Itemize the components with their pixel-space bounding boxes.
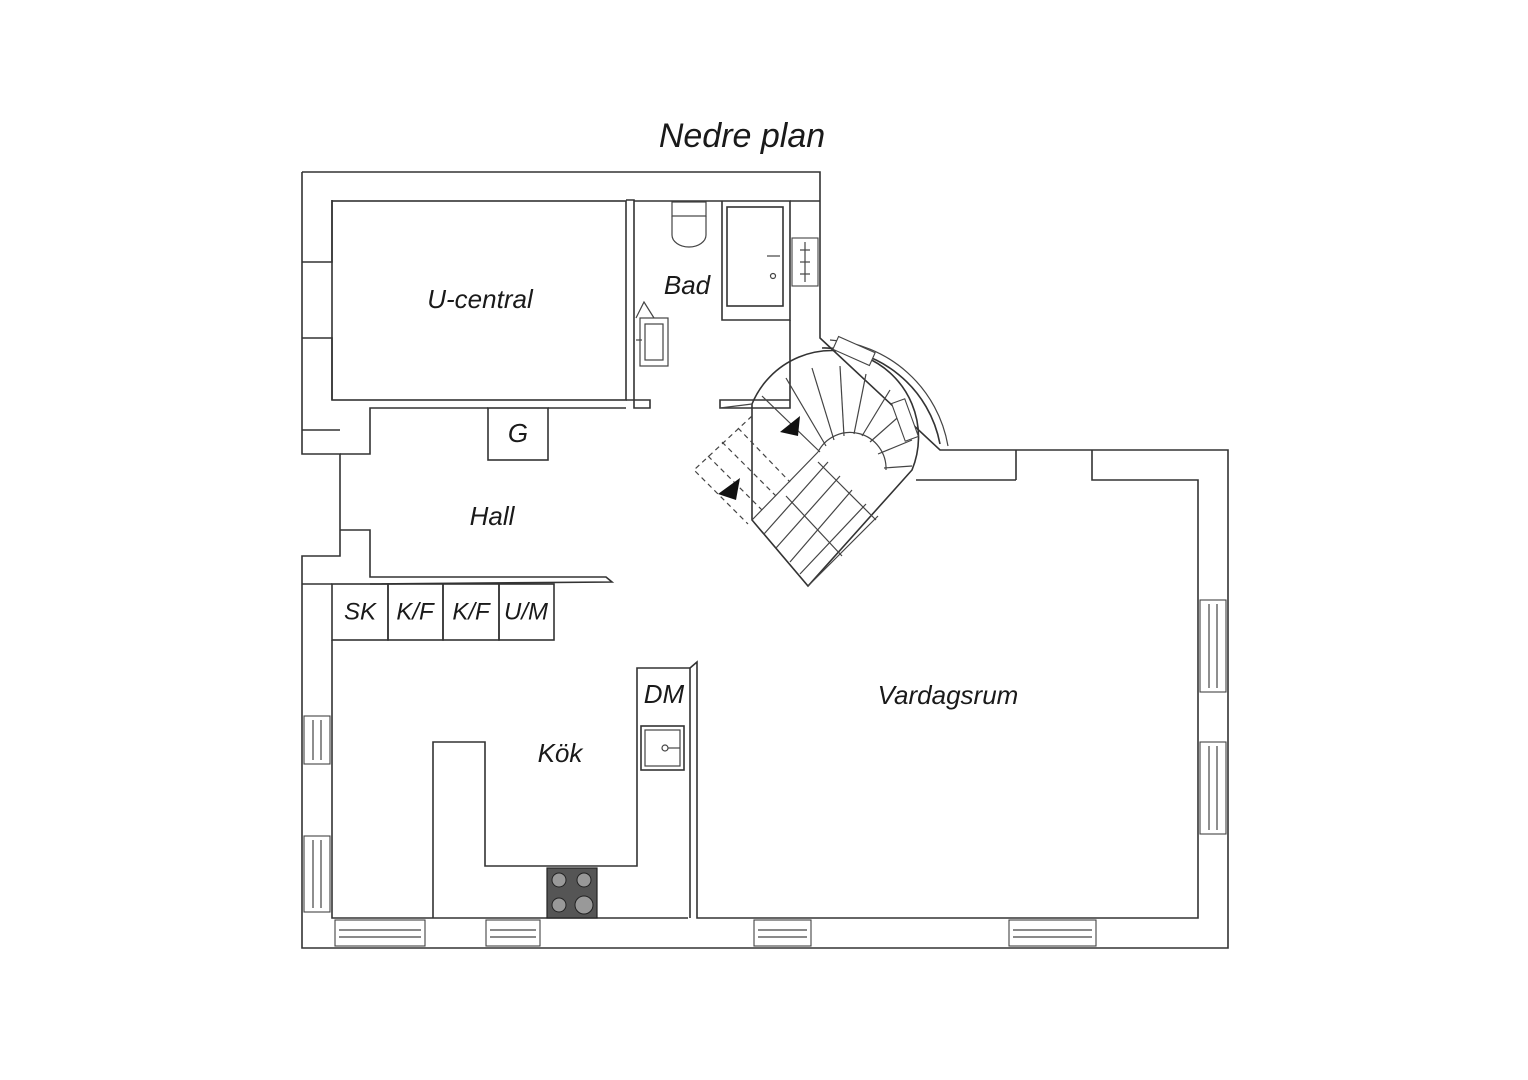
label-u-central: U-central	[427, 284, 534, 314]
toilet-tank	[671, 201, 707, 217]
hall-wall-south	[340, 529, 615, 585]
u-central-room	[331, 200, 627, 401]
label-bad: Bad	[664, 270, 712, 300]
bathtub	[726, 206, 784, 307]
stair-window	[890, 398, 920, 442]
outer-wall-exterior	[301, 171, 1229, 949]
bad-sink	[639, 317, 669, 367]
hall-wall-north	[340, 407, 488, 455]
kitchen-counter	[432, 667, 691, 918]
window-west-1	[303, 715, 331, 765]
kitchen-west-wall	[331, 640, 688, 919]
stove-burner	[551, 872, 567, 888]
bad-room-walls	[634, 200, 791, 321]
label-hall: Hall	[470, 501, 516, 531]
storage-um	[498, 583, 555, 641]
stair-arrow-down	[780, 416, 800, 436]
label-dm: DM	[644, 679, 685, 709]
label-kok: Kök	[538, 738, 585, 768]
toilet-bowl	[671, 216, 707, 248]
label-um: U/M	[504, 598, 548, 625]
window-south-1	[334, 919, 426, 947]
plan-title: Nedre plan	[659, 117, 825, 155]
label-kf-2: K/F	[452, 598, 491, 625]
label-kf-1: K/F	[396, 598, 435, 625]
label-sk: SK	[344, 598, 377, 625]
west-wall-interior	[302, 200, 333, 263]
window-south-3	[753, 919, 812, 947]
window-east-1	[1199, 599, 1227, 693]
label-g: G	[508, 418, 528, 448]
kitchen-sink	[640, 725, 685, 771]
g-box	[487, 407, 549, 461]
staircase	[693, 339, 949, 588]
stair-window	[832, 335, 876, 367]
window-south-2	[485, 919, 541, 947]
window-south-4	[1008, 919, 1097, 947]
stair-arrow-down	[718, 478, 740, 500]
window-west-2	[303, 835, 331, 913]
label-vardagsrum: Vardagsrum	[878, 680, 1019, 710]
window-east-2	[1199, 741, 1227, 835]
